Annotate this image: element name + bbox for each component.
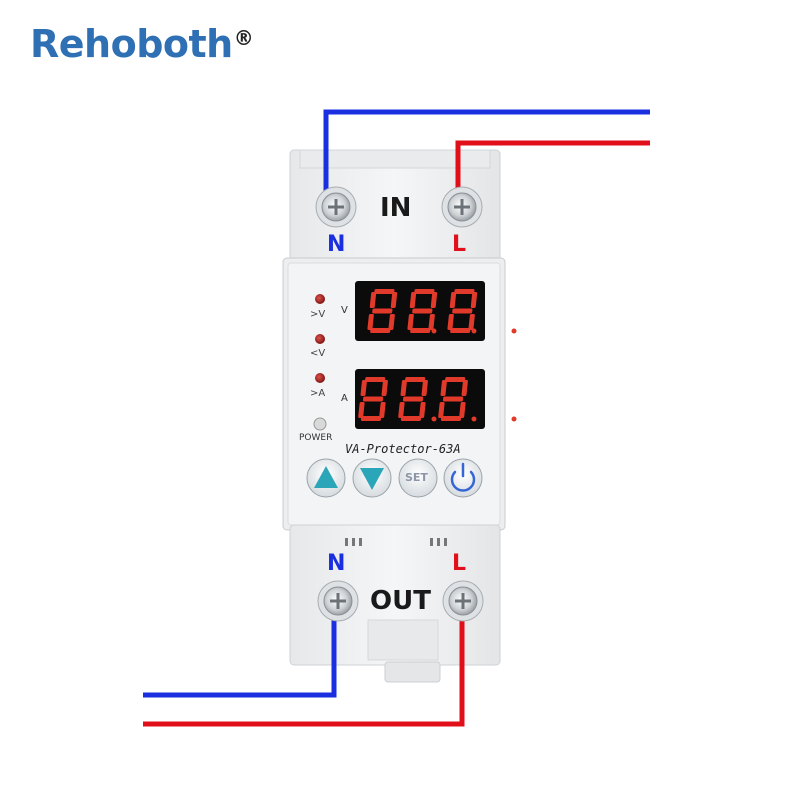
display-decimal-point	[511, 416, 517, 422]
brand-name: Rehoboth	[30, 22, 233, 66]
display-segment	[402, 396, 424, 402]
display-segment	[410, 328, 431, 333]
display-decimal-point	[431, 416, 437, 422]
display-decimal-point	[471, 416, 477, 422]
registered-mark: ®	[233, 26, 254, 50]
display-segment	[398, 402, 405, 418]
display-segment	[400, 416, 422, 421]
display-segment	[430, 292, 438, 308]
indicator-label-over-voltage: >V	[310, 309, 326, 320]
line-out-label: L	[452, 551, 467, 576]
screw-terminal-l-in	[441, 186, 483, 228]
display-segment	[450, 328, 471, 333]
display-segment	[407, 314, 414, 330]
display-segment	[360, 416, 382, 421]
display-segment	[374, 289, 395, 294]
screw-terminal-n-out	[317, 580, 359, 622]
led-under-voltage	[315, 334, 325, 344]
display-segment	[461, 380, 468, 396]
current-digits	[358, 377, 517, 422]
display-segment	[369, 292, 377, 308]
display-segment	[468, 314, 475, 330]
display-segment	[367, 314, 374, 330]
down-button[interactable]	[352, 458, 392, 498]
wire-line-out	[143, 600, 465, 727]
brand-logo: Rehoboth®	[30, 22, 254, 66]
down-arrow-icon	[360, 468, 384, 490]
neutral-out-label: N	[327, 551, 346, 576]
model-label: VA-Protector-63A	[345, 442, 461, 456]
display-segment	[400, 380, 407, 396]
display-segment	[360, 380, 367, 396]
power-button[interactable]	[443, 458, 483, 498]
display-segment	[364, 377, 386, 382]
display-segment	[414, 289, 435, 294]
display-segment	[438, 402, 445, 418]
wire-neutral-out	[143, 600, 337, 698]
indicator-label-under-voltage: <V	[310, 348, 326, 359]
up-button[interactable]	[306, 458, 346, 498]
display-segment	[362, 396, 384, 402]
display-segment	[452, 308, 473, 314]
display-segment	[419, 402, 426, 418]
display-segment	[454, 289, 475, 294]
display-segment	[381, 380, 388, 396]
display-segment	[390, 292, 398, 308]
line-in-label: L	[452, 232, 467, 257]
set-button-label[interactable]: SET	[405, 471, 428, 484]
led-power	[313, 417, 327, 431]
screw-terminal-l-out	[442, 580, 484, 622]
display-segment	[440, 380, 447, 396]
display-segment	[404, 377, 426, 382]
led-over-current	[315, 373, 325, 383]
display-segment	[459, 402, 466, 418]
display-segment	[388, 314, 395, 330]
label-recess	[367, 619, 439, 661]
display-segment	[447, 314, 454, 330]
display-decimal-point	[471, 328, 477, 334]
wire-line-in	[455, 140, 650, 205]
display-segment	[372, 308, 393, 314]
voltage-digits	[367, 289, 517, 334]
display-segment	[379, 402, 386, 418]
up-arrow-icon	[314, 466, 338, 488]
wire-neutral-in	[323, 109, 650, 205]
display-segment	[358, 402, 365, 418]
top-ridge	[299, 149, 491, 169]
screw-terminal-n-in	[315, 186, 357, 228]
led-over-voltage	[315, 294, 325, 304]
voltage-unit-label: V	[341, 305, 348, 316]
neutral-in-label: N	[327, 232, 346, 257]
indicator-label-over-current: >A	[310, 388, 326, 399]
power-icon	[450, 462, 476, 492]
display-segment	[409, 292, 417, 308]
display-segment	[449, 292, 457, 308]
display-segment	[440, 416, 462, 421]
output-label: OUT	[370, 586, 431, 616]
indicator-label-power: POWER	[299, 433, 333, 443]
vent-slits	[345, 538, 447, 546]
display-segment	[442, 396, 464, 402]
input-label: IN	[380, 193, 412, 223]
display-decimal-point	[511, 328, 517, 334]
display-segment	[470, 292, 478, 308]
set-button[interactable]	[398, 458, 438, 498]
display-segment	[370, 328, 391, 333]
display-decimal-point	[431, 328, 437, 334]
display-segment	[421, 380, 428, 396]
din-clip	[384, 661, 441, 683]
display-segment	[428, 314, 435, 330]
display-segment	[444, 377, 466, 382]
display-segment	[412, 308, 433, 314]
current-unit-label: A	[341, 393, 348, 404]
